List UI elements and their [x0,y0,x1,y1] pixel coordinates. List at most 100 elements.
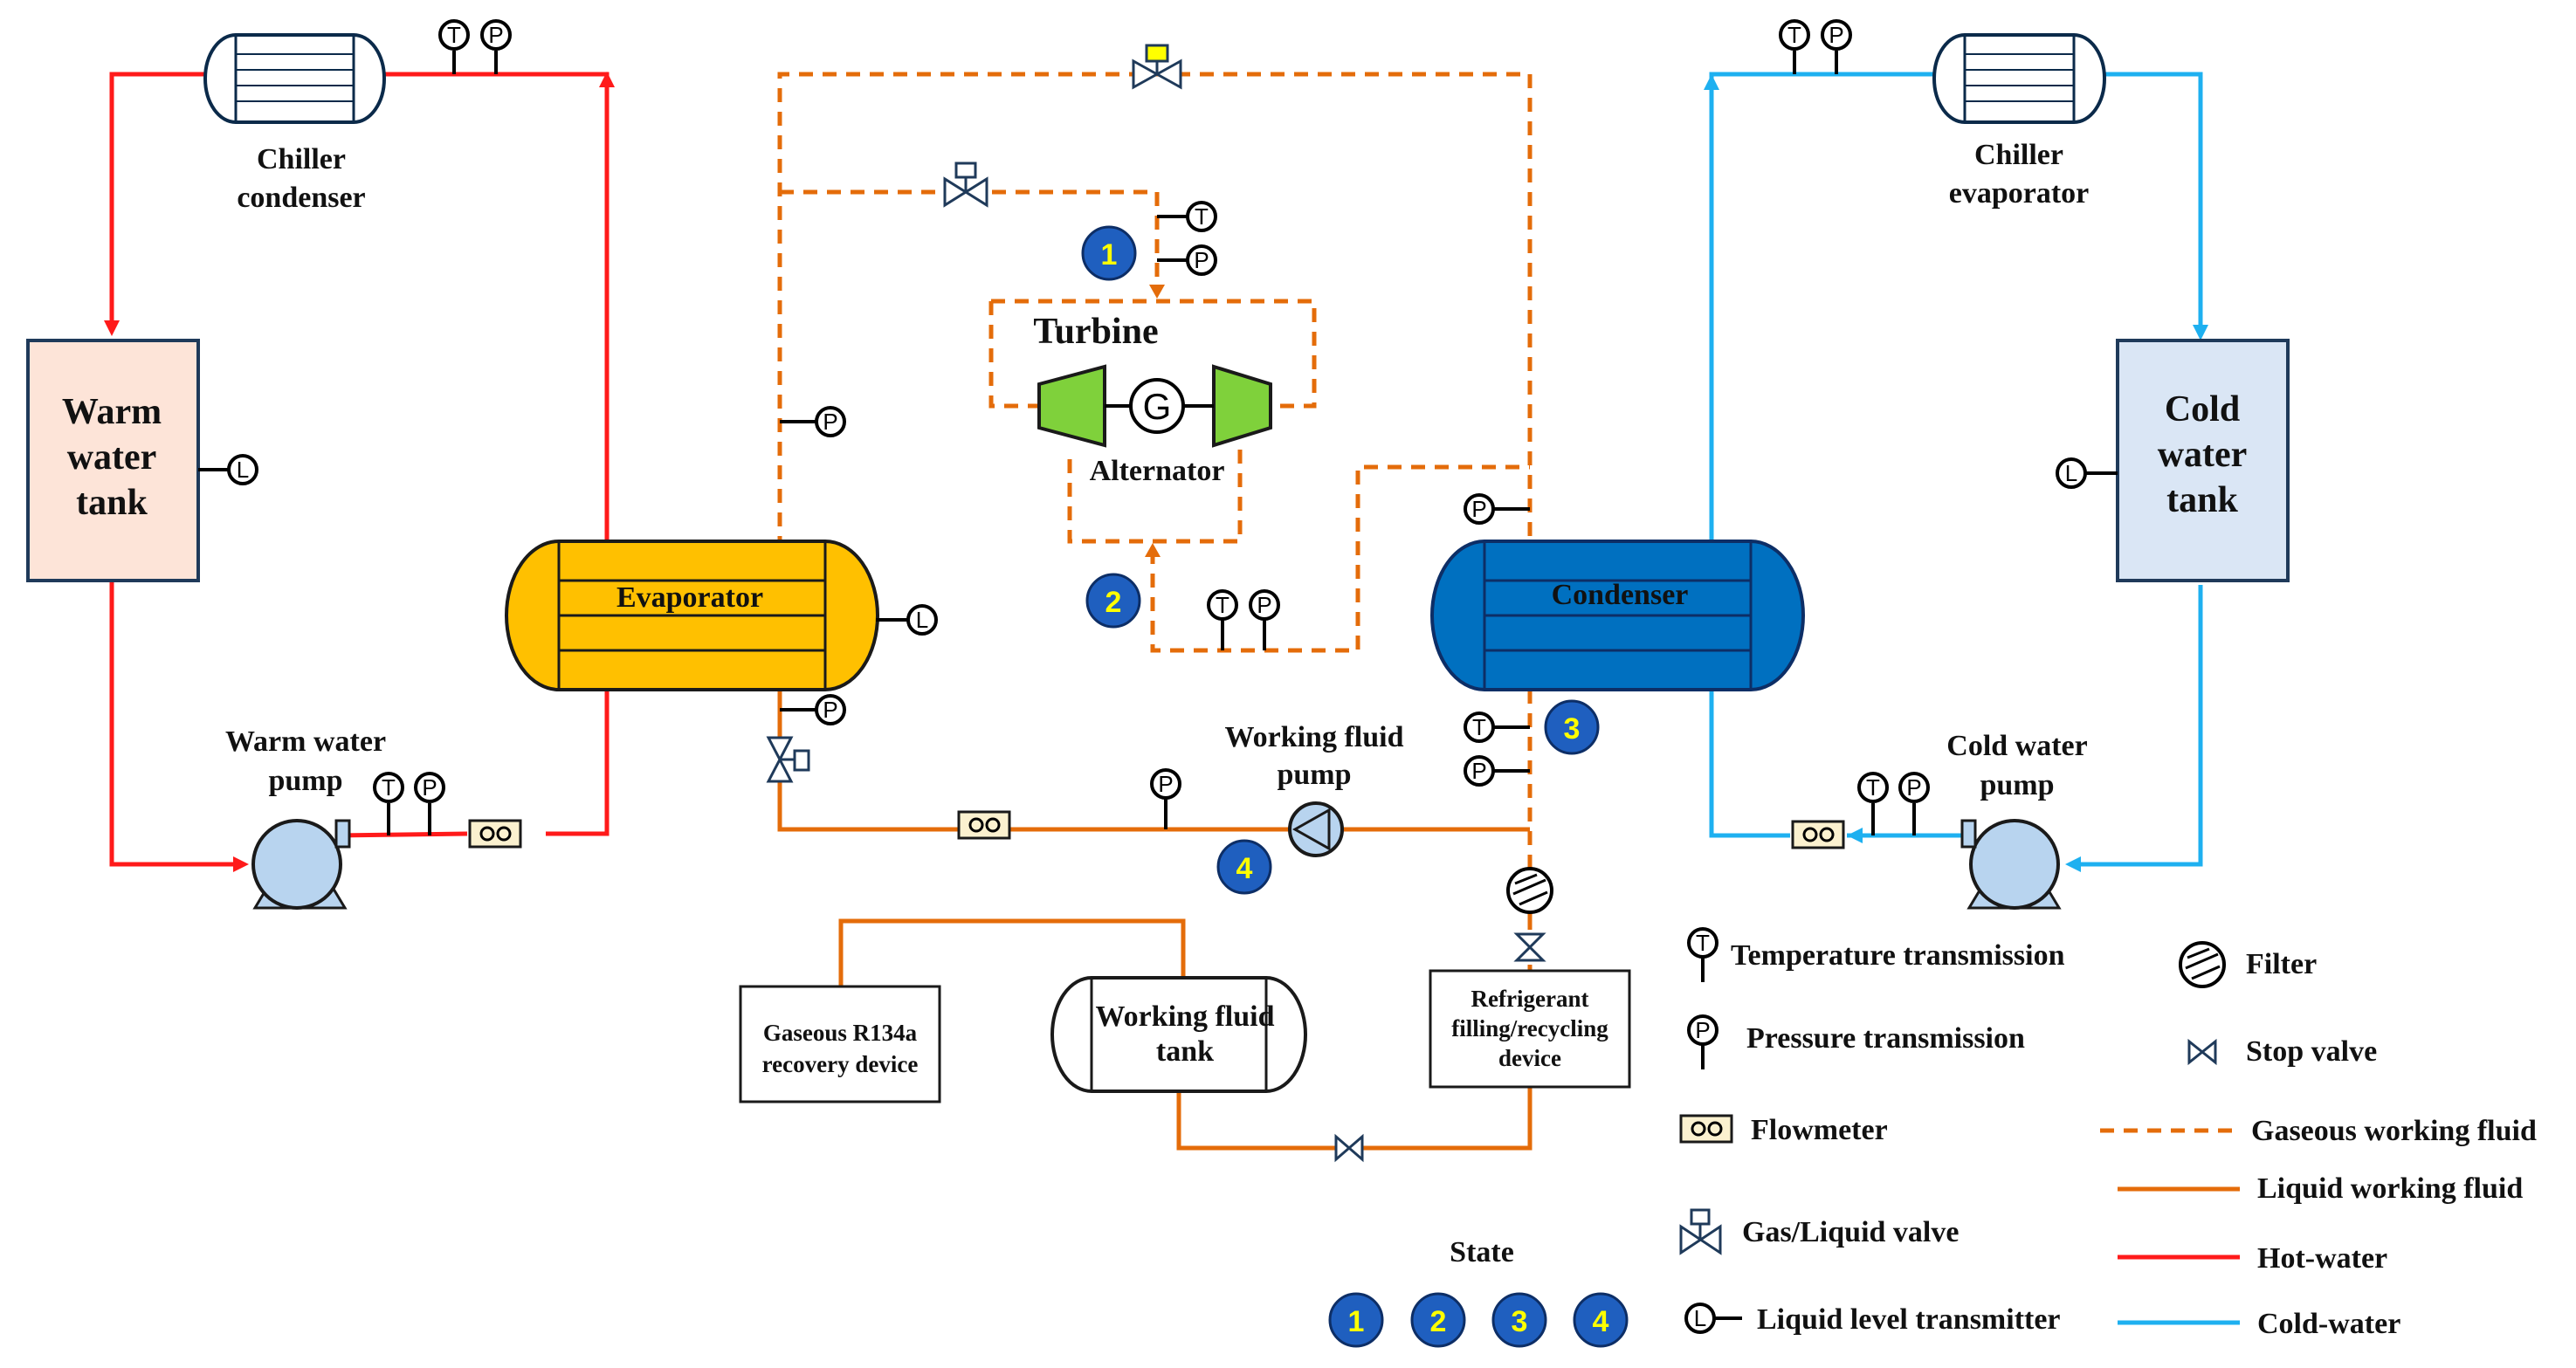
svg-text:4: 4 [1593,1305,1609,1338]
pressure-sensor-icon: P [1464,493,1530,525]
working-fluid-tank-label-1: Working fluid [1095,1000,1274,1033]
legend-level-label: Liquid level transmitter [1757,1303,2061,1336]
warm-water-pump [251,819,351,910]
svg-text:4: 4 [1236,852,1253,885]
gaseous-recovery-label-2: recovery device [762,1051,919,1077]
svg-text:3: 3 [1564,712,1581,746]
cold-water-loop [1704,72,2208,872]
cold-water-pump [1960,819,2062,910]
level-sensor-icon: L [2056,457,2118,489]
hot-water-loop [104,72,615,872]
state-title: State [1450,1236,1514,1268]
svg-text:T: T [1696,930,1710,956]
svg-text:1: 1 [1101,238,1118,272]
legend-filter-icon [2179,941,2226,988]
legend-cold-water-label: Cold-water [2257,1308,2400,1340]
cold-water-pump-label-2: pump [1980,769,2054,801]
evaporator [505,540,879,691]
legend-level-icon: L [1684,1303,1742,1334]
legend-pressure-label: Pressure transmission [1746,1022,2025,1055]
evaporator-label: Evaporator [616,581,763,614]
pressure-sensor-icon: P [1150,768,1181,829]
legend-filter-label: Filter [2246,948,2317,980]
legend-pressure-icon: P [1687,1014,1718,1069]
cold-water-tank-label-1: Cold [2165,389,2240,430]
svg-text:G: G [1143,386,1172,427]
pressure-sensor-icon: P [780,406,846,437]
cold-water-tank [2116,339,2290,582]
working-fluid-tank-label-2: tank [1156,1035,1214,1068]
pressure-sensor-icon: P [1464,755,1530,787]
svg-text:T: T [1472,714,1486,740]
pressure-sensor-icon: P [414,772,445,835]
svg-text:T: T [1195,203,1209,230]
temperature-sensor-icon: T [373,772,404,835]
state-badge: 2 [1085,573,1141,629]
chiller-condenser-label-2: condenser [237,182,365,214]
svg-text:T: T [1787,22,1801,48]
warm-water-tank-label-2: water [67,437,157,478]
working-fluid-tank [1050,976,1307,1093]
level-sensor-icon: L [198,454,258,485]
legend-temperature-label: Temperature transmission [1731,939,2065,972]
svg-text:T: T [447,22,461,48]
legend-flowmeter-icon [1679,1114,1733,1144]
filter-icon [1506,867,1553,914]
working-fluid-pump-label-2: pump [1277,759,1351,791]
svg-text:P: P [1906,774,1921,801]
svg-text:L: L [916,607,928,633]
gas-liquid-valve-icon [943,162,988,208]
svg-text:L: L [237,457,249,483]
chiller-condenser [203,33,386,124]
svg-text:P: P [1194,247,1209,273]
svg-text:P: P [422,774,437,801]
svg-text:P: P [1471,758,1486,784]
legend-liquid-label: Liquid working fluid [2257,1172,2523,1205]
state-legend-badge: 3 [1491,1292,1547,1348]
pressure-sensor-icon: P [480,19,512,74]
legend-gas-liquid-valve-label: Gas/Liquid valve [1742,1216,1959,1248]
chiller-evaporator-label-2: evaporator [1949,177,2090,210]
svg-text:L: L [2065,460,2077,486]
flowmeter-icon [468,819,522,849]
svg-text:P: P [1695,1017,1710,1043]
condenser-label: Condenser [1552,579,1689,611]
svg-text:2: 2 [1430,1305,1447,1338]
refrigerant-filling-label-3: device [1498,1045,1561,1071]
temperature-sensor-icon: T [1857,772,1889,835]
svg-text:3: 3 [1512,1305,1528,1338]
temperature-sensor-icon: T [1207,589,1238,650]
warm-water-pump-label-2: pump [268,765,342,797]
warm-water-pump-label-1: Warm water [225,725,386,758]
legend-stop-valve-icon [2187,1038,2217,1066]
chiller-evaporator-label-1: Chiller [1974,139,2063,171]
cold-water-tank-label-3: tank [2166,480,2238,520]
svg-text:T: T [1866,774,1880,801]
generator-icon: G [1129,378,1185,434]
warm-water-tank-label-1: Warm [62,392,162,432]
gaseous-recovery-device [739,985,941,1103]
chiller-condenser-label-1: Chiller [257,143,346,175]
svg-text:P: P [1829,22,1843,48]
cold-water-tank-label-2: water [2158,435,2248,475]
svg-text:1: 1 [1348,1305,1365,1338]
working-fluid-pump-icon [1288,801,1344,857]
svg-text:P: P [823,697,837,723]
refrigerant-filling-label-2: filling/recycling [1451,1015,1608,1041]
flowmeter-icon [957,810,1011,840]
gas-liquid-valve-icon [1132,44,1182,90]
warm-water-tank [26,339,200,582]
svg-text:P: P [1471,496,1486,522]
liquid-working-fluid-lines [777,690,1533,1151]
turbine-label: Turbine [1033,312,1158,352]
refrigerant-filling-device [1429,969,1631,1089]
svg-text:L: L [1694,1305,1706,1331]
pressure-sensor-icon: P [1898,772,1930,835]
svg-text:P: P [1257,592,1271,618]
chiller-evaporator [1932,33,2106,124]
condenser [1430,540,1805,691]
pressure-sensor-icon: P [1157,244,1217,276]
svg-text:T: T [1216,592,1229,618]
legend: T Temperature transmission P Pressure tr… [1679,927,2537,1340]
pressure-sensor-icon: P [1821,19,1852,74]
